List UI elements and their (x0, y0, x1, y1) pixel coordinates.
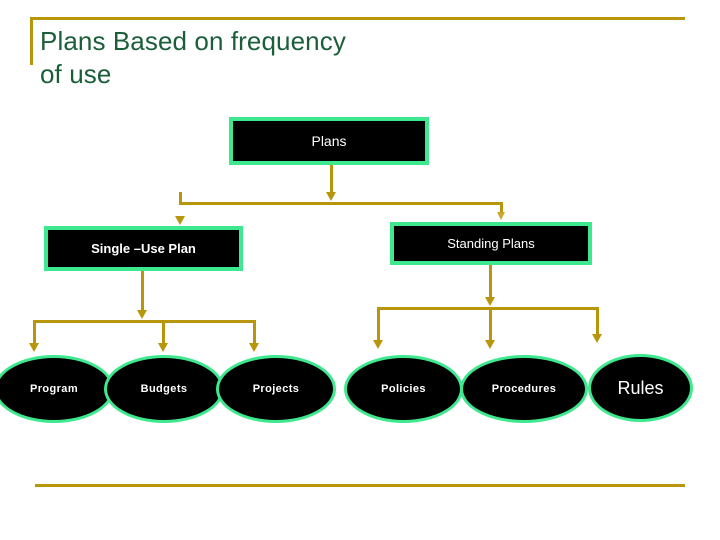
connector-standing-down (489, 265, 492, 299)
connector-level2-bar (179, 202, 503, 205)
connector-right-group-bar (377, 307, 599, 310)
top-divider-rule (30, 17, 685, 20)
connector-to-policies (377, 307, 380, 341)
arrowhead-to-single-use-plan (175, 216, 185, 225)
connector-to-budgets (162, 320, 165, 344)
connector-to-projects (253, 320, 256, 344)
arrowhead-to-projects (249, 343, 259, 352)
bottom-divider-rule (35, 484, 685, 487)
arrowhead-to-standing-plans (497, 212, 505, 220)
arrowhead-to-budgets (158, 343, 168, 352)
connector-to-rules (596, 307, 599, 335)
connector-to-procedures (489, 307, 492, 341)
arrowhead-to-procedures (485, 340, 495, 349)
connector-plans-down (330, 165, 333, 195)
node-policies[interactable]: Policies (344, 355, 463, 423)
arrowhead-single-use-down (137, 310, 147, 319)
slide-title: Plans Based on frequency of use (40, 26, 346, 89)
connector-level2-left-stub (179, 192, 182, 205)
node-standing-plans[interactable]: Standing Plans (390, 222, 592, 265)
node-procedures[interactable]: Procedures (460, 355, 588, 423)
node-budgets[interactable]: Budgets (104, 355, 224, 423)
node-program[interactable]: Program (0, 355, 114, 423)
arrowhead-to-program (29, 343, 39, 352)
node-single-use-plan[interactable]: Single –Use Plan (44, 226, 243, 271)
left-accent-rule (30, 17, 33, 65)
arrowhead-to-policies (373, 340, 383, 349)
node-projects[interactable]: Projects (216, 355, 336, 423)
node-rules[interactable]: Rules (588, 354, 693, 422)
arrowhead-plans-down (326, 192, 336, 201)
connector-single-use-down (141, 271, 144, 312)
connector-left-group-bar (33, 320, 256, 323)
connector-to-program (33, 320, 36, 344)
node-plans[interactable]: Plans (229, 117, 429, 165)
arrowhead-standing-down (485, 297, 495, 306)
connector-level2-right-stub (500, 203, 503, 214)
arrowhead-to-rules (592, 334, 602, 343)
